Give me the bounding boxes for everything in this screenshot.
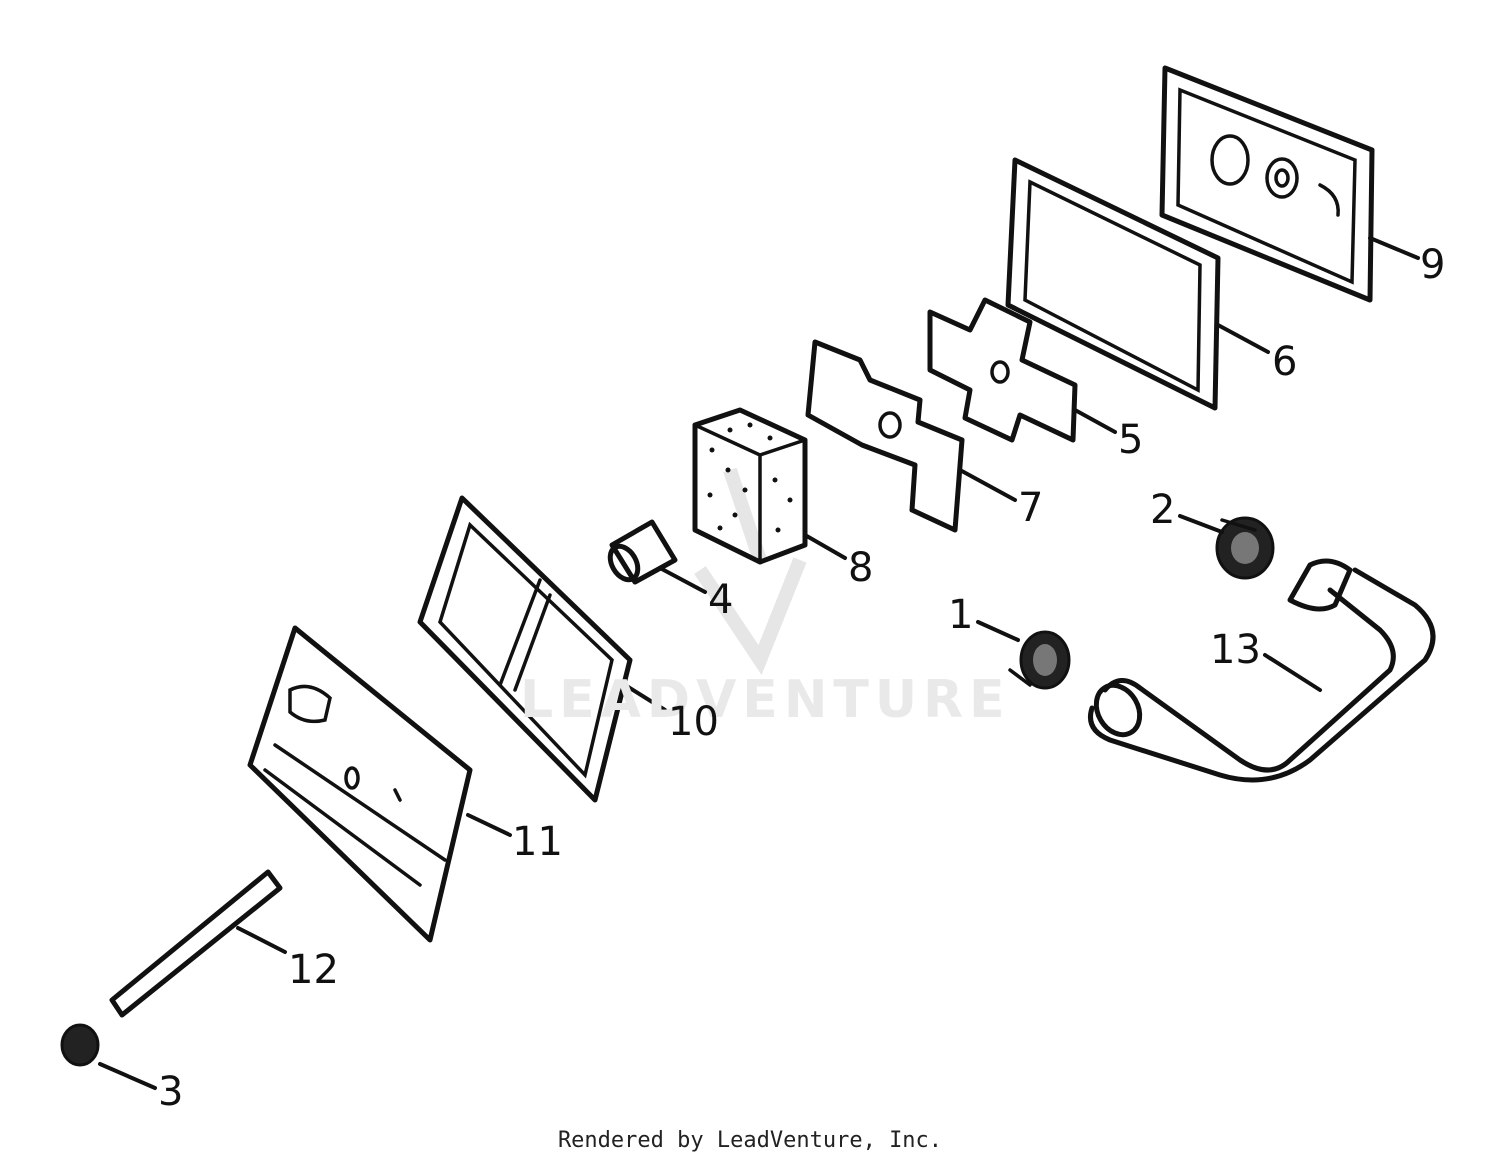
footer-credit: Rendered by LeadVenture, Inc. (557, 1128, 943, 1153)
watermark-text: LEADVENTURE (520, 670, 1011, 730)
callout-2: 2 (1150, 487, 1176, 533)
part-11-base-plate (247, 625, 473, 943)
callout-7: 7 (1018, 485, 1044, 531)
callout-3: 3 (158, 1069, 184, 1115)
callout-12: 12 (288, 947, 339, 993)
part-12-rod (109, 869, 283, 1018)
part-2-hose-clamp (1215, 516, 1275, 580)
callout-6: 6 (1272, 339, 1298, 385)
callout-4: 4 (708, 577, 734, 623)
part-3-nut (60, 1023, 100, 1067)
leader-lines (98, 236, 1420, 1090)
part-10-gasket (417, 495, 633, 803)
part-6-gasket (1005, 157, 1221, 411)
part-13-elbow-hose (1088, 558, 1436, 783)
part-5-cross-gasket (927, 297, 1078, 443)
callout-10: 10 (668, 699, 719, 745)
part-8-foam-filter (692, 407, 808, 565)
part-1-hose-clamp (1008, 630, 1071, 690)
part-9-plate (1159, 65, 1375, 303)
callout-1: 1 (948, 592, 974, 638)
part-4-spacer (607, 519, 678, 585)
watermark-logo (694, 467, 807, 675)
callout-9: 9 (1420, 242, 1446, 288)
callout-8: 8 (848, 545, 874, 591)
callout-5: 5 (1118, 417, 1144, 463)
callout-11: 11 (512, 819, 563, 865)
part-7-bracket (805, 339, 965, 533)
callout-13: 13 (1210, 627, 1261, 673)
